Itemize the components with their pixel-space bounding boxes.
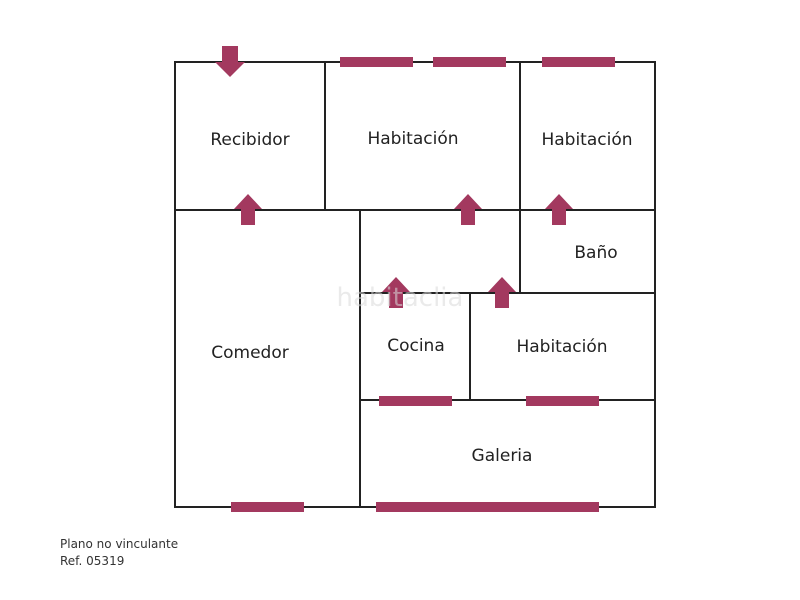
window-habitacion-galeria <box>526 396 599 406</box>
window-comedor-bottom <box>231 502 304 512</box>
door-arrow-recibidor-icon <box>234 194 262 225</box>
footer-notes: Plano no vinculante Ref. 05319 <box>60 536 178 570</box>
entrance-arrow-icon <box>215 46 245 77</box>
room-label-cocina: Cocina <box>387 336 445 356</box>
disclaimer-text: Plano no vinculante <box>60 537 179 551</box>
room-label-recibidor: Recibidor <box>210 130 289 150</box>
door-arrow-habitacion-3-icon <box>488 277 516 308</box>
windows <box>231 57 615 512</box>
room-label-galeria: Galeria <box>472 446 533 466</box>
watermark: habitaclia <box>337 283 464 313</box>
window-cocina-galeria <box>379 396 452 406</box>
door-arrow-habitacion-1-icon <box>454 194 482 225</box>
room-label-bano: Baño <box>574 243 617 263</box>
door-arrow-habitacion-2-icon <box>545 194 573 225</box>
door-arrows <box>215 46 573 308</box>
window-top-3 <box>542 57 615 67</box>
room-label-comedor: Comedor <box>211 343 288 363</box>
window-top-1 <box>340 57 413 67</box>
window-galeria-bottom <box>376 502 599 512</box>
room-label-habitacion-2: Habitación <box>541 130 632 150</box>
room-label-habitacion-3: Habitación <box>516 337 607 357</box>
window-top-2 <box>433 57 506 67</box>
door-arrow-cocina-icon <box>382 277 410 308</box>
room-labels: Recibidor Habitación Habitación Baño Com… <box>210 129 632 466</box>
reference-text: Ref. 05319 <box>60 554 125 568</box>
room-label-habitacion-1: Habitación <box>367 129 458 149</box>
